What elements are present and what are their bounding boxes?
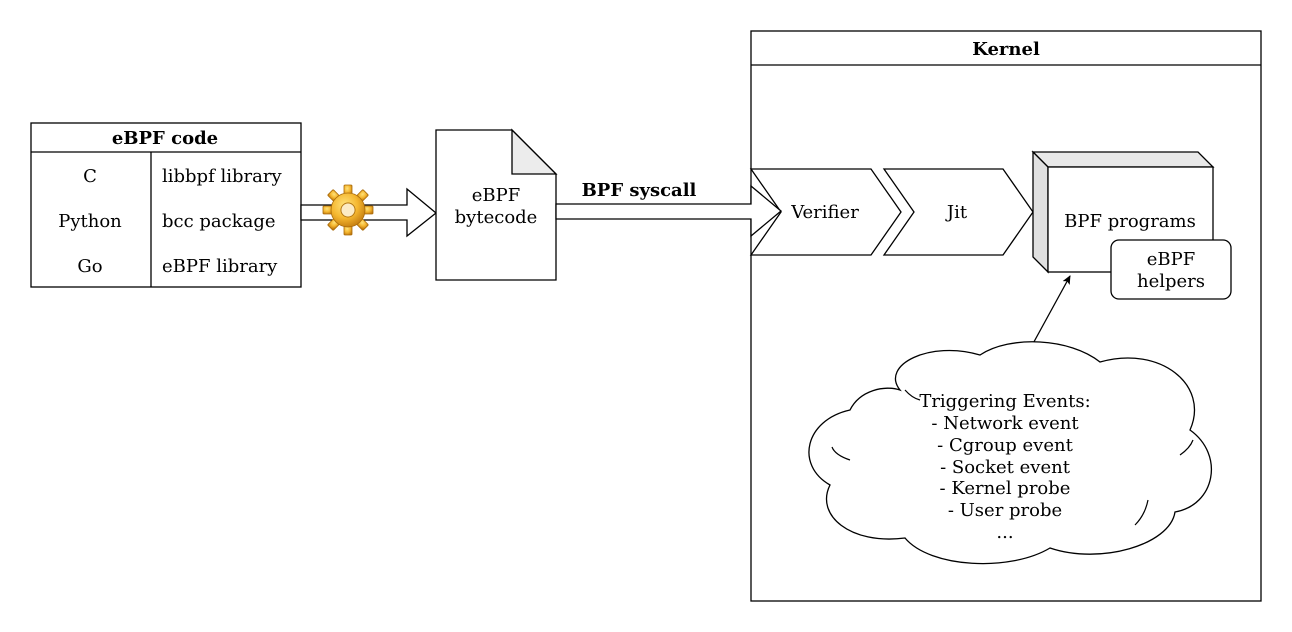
ebpf-code-title: eBPF code xyxy=(112,128,218,149)
verifier-step: Verifier xyxy=(749,168,902,256)
verifier-label: Verifier xyxy=(790,202,859,223)
library-libbpf: libbpf library xyxy=(162,166,282,187)
ebpf-helpers-box: eBPF helpers xyxy=(1110,239,1232,300)
helpers-label-line2: helpers xyxy=(1137,271,1205,292)
event-item-user-probe: - User probe xyxy=(948,500,1062,521)
syscall-arrow xyxy=(555,184,783,238)
language-go: Go xyxy=(77,256,102,277)
language-python: Python xyxy=(58,211,122,232)
event-item-cgroup: - Cgroup event xyxy=(937,435,1073,456)
triggering-events-cloud: Triggering Events: - Network event - Cgr… xyxy=(808,341,1213,565)
bytecode-document: eBPF bytecode xyxy=(435,128,558,281)
bytecode-label-line2: bytecode xyxy=(455,207,538,228)
event-item-network: - Network event xyxy=(931,413,1079,434)
syscall-label: BPF syscall xyxy=(582,180,697,201)
jit-label: Jit xyxy=(945,202,968,223)
event-item-more: ... xyxy=(996,522,1013,543)
ebpf-code-table: eBPF code C libbpf library Python bcc pa… xyxy=(30,122,302,288)
event-item-kernel-probe: - Kernel probe xyxy=(940,478,1071,499)
gear-icon xyxy=(322,184,374,236)
events-title: Triggering Events: xyxy=(919,391,1090,412)
helpers-label-line1: eBPF xyxy=(1147,249,1195,270)
event-item-socket: - Socket event xyxy=(940,457,1071,478)
kernel-title: Kernel xyxy=(972,39,1040,60)
bpf-programs-label: BPF programs xyxy=(1064,211,1196,232)
language-c: C xyxy=(83,166,97,187)
library-bcc: bcc package xyxy=(162,211,276,232)
bytecode-label-line1: eBPF xyxy=(472,185,520,206)
library-ebpf: eBPF library xyxy=(162,256,278,277)
jit-step: Jit xyxy=(882,168,1034,256)
